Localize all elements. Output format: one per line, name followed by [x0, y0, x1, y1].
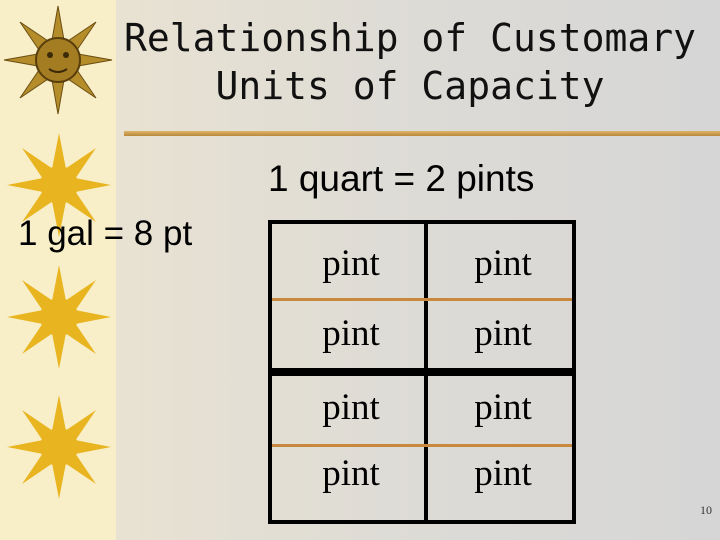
- pint-cell: pint: [428, 312, 578, 355]
- sun-icon: [4, 392, 114, 502]
- slide-title: Relationship of Customary Units of Capac…: [120, 14, 700, 110]
- gallon-equation: 1 gal = 8 pt: [18, 214, 192, 254]
- pint-cell: pint: [276, 312, 426, 355]
- quart-equation: 1 quart = 2 pints: [268, 158, 534, 200]
- pint-cell: pint: [276, 242, 426, 285]
- quart-divider-horizontal: [272, 298, 572, 301]
- pint-cell: pint: [276, 452, 426, 495]
- pint-cell: pint: [276, 386, 426, 429]
- quart-divider-horizontal: [272, 444, 572, 447]
- slide-number: 10: [700, 503, 712, 518]
- pint-cell: pint: [428, 386, 578, 429]
- quart-box-2: pint pint pint pint: [268, 372, 576, 524]
- pint-cell: pint: [428, 242, 578, 285]
- pint-cell: pint: [428, 452, 578, 495]
- sun-icon: [4, 262, 114, 372]
- title-divider: [124, 131, 720, 136]
- quart-box-1: pint pint pint pint: [268, 220, 576, 372]
- sun-face-icon: [2, 4, 114, 116]
- decorative-sun-strip: [0, 0, 116, 540]
